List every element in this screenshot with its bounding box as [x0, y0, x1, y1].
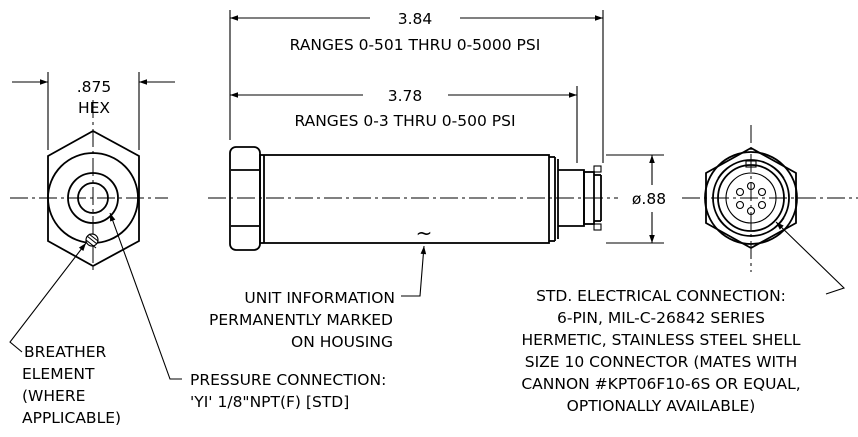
note-line: BREATHER — [24, 343, 107, 361]
pin-icon — [757, 200, 767, 210]
note-line: APPLICABLE) — [22, 409, 121, 427]
short-length-value: 3.78 — [388, 87, 423, 105]
note-line: PRESSURE CONNECTION: — [190, 371, 386, 389]
long-ranges-label: RANGES 0-501 THRU 0-5000 PSI — [290, 36, 541, 54]
note-line: 6-PIN, MIL-C-26842 SERIES — [557, 309, 765, 327]
breather-note: BREATHER ELEMENT (WHERE APPLICABLE) — [22, 343, 121, 427]
connector-insert-circle — [725, 172, 777, 224]
note-line: PERMANENTLY MARKED — [209, 311, 393, 329]
hex-dimension-value: .875 — [77, 78, 112, 96]
note-line: (WHERE — [22, 387, 85, 405]
housing-body — [259, 154, 550, 244]
long-length-value: 3.84 — [398, 10, 433, 28]
pin-icon — [735, 200, 745, 210]
port-inner-circle — [77, 182, 109, 214]
connector-shell-circle — [712, 159, 790, 237]
connector-tab-top — [593, 165, 602, 173]
pressure-leader — [109, 212, 182, 380]
note-line: ON HOUSING — [291, 333, 393, 351]
port-outer-circle — [67, 172, 119, 224]
short-ranges-label: RANGES 0-3 THRU 0-500 PSI — [294, 112, 515, 130]
note-line: 'YI' 1/8"NPT(F) [STD] — [190, 393, 349, 411]
hex-outline — [47, 129, 140, 268]
note-line: UNIT INFORMATION — [244, 289, 395, 307]
right-end-view — [682, 125, 858, 272]
connector-bayonet-circle — [717, 164, 785, 232]
leaders — [9, 212, 846, 380]
pin-icon — [735, 187, 745, 197]
diameter-value: ø.88 — [632, 190, 666, 208]
breather-leader — [9, 242, 87, 353]
pin-icon — [746, 206, 756, 216]
note-line: ELEMENT — [22, 365, 95, 383]
note-line: STD. ELECTRICAL CONNECTION: — [536, 287, 786, 305]
pressure-note: PRESSURE CONNECTION: 'YI' 1/8"NPT(F) [ST… — [190, 371, 386, 411]
electrical-leader — [775, 221, 846, 295]
unit-info-note: UNIT INFORMATION PERMANENTLY MARKED ON H… — [209, 289, 395, 351]
pin-icon — [746, 181, 756, 191]
connector-coupling — [583, 171, 595, 225]
side-view: ~ 3.84 RANGES 0-501 THRU 0-5000 PSI 3.78… — [208, 10, 680, 251]
note-line: OPTIONALLY AVAILABLE) — [567, 397, 756, 415]
note-line: HERMETIC, STAINLESS STEEL SHELL — [521, 331, 800, 349]
breather-hatch — [85, 233, 99, 249]
connector-hex-outline — [705, 146, 797, 250]
left-end-view: .875 HEX — [10, 72, 175, 270]
note-line: CANNON #KPT06F10-6S OR EQUAL, — [521, 375, 800, 393]
connector-outer-circle — [704, 151, 798, 245]
note-line: SIZE 10 CONNECTOR (MATES WITH — [525, 353, 797, 371]
hex-dimension-label: HEX — [78, 99, 110, 117]
pin-icon — [757, 187, 767, 197]
connector-ridges — [717, 165, 785, 231]
unit-info-leader — [401, 245, 427, 297]
connector-key — [745, 160, 757, 168]
connector-tab-bottom — [593, 223, 602, 231]
connector-pins — [735, 181, 767, 216]
electrical-note: STD. ELECTRICAL CONNECTION: 6-PIN, MIL-C… — [521, 287, 801, 415]
marking-indicator: ~ — [416, 221, 433, 245]
